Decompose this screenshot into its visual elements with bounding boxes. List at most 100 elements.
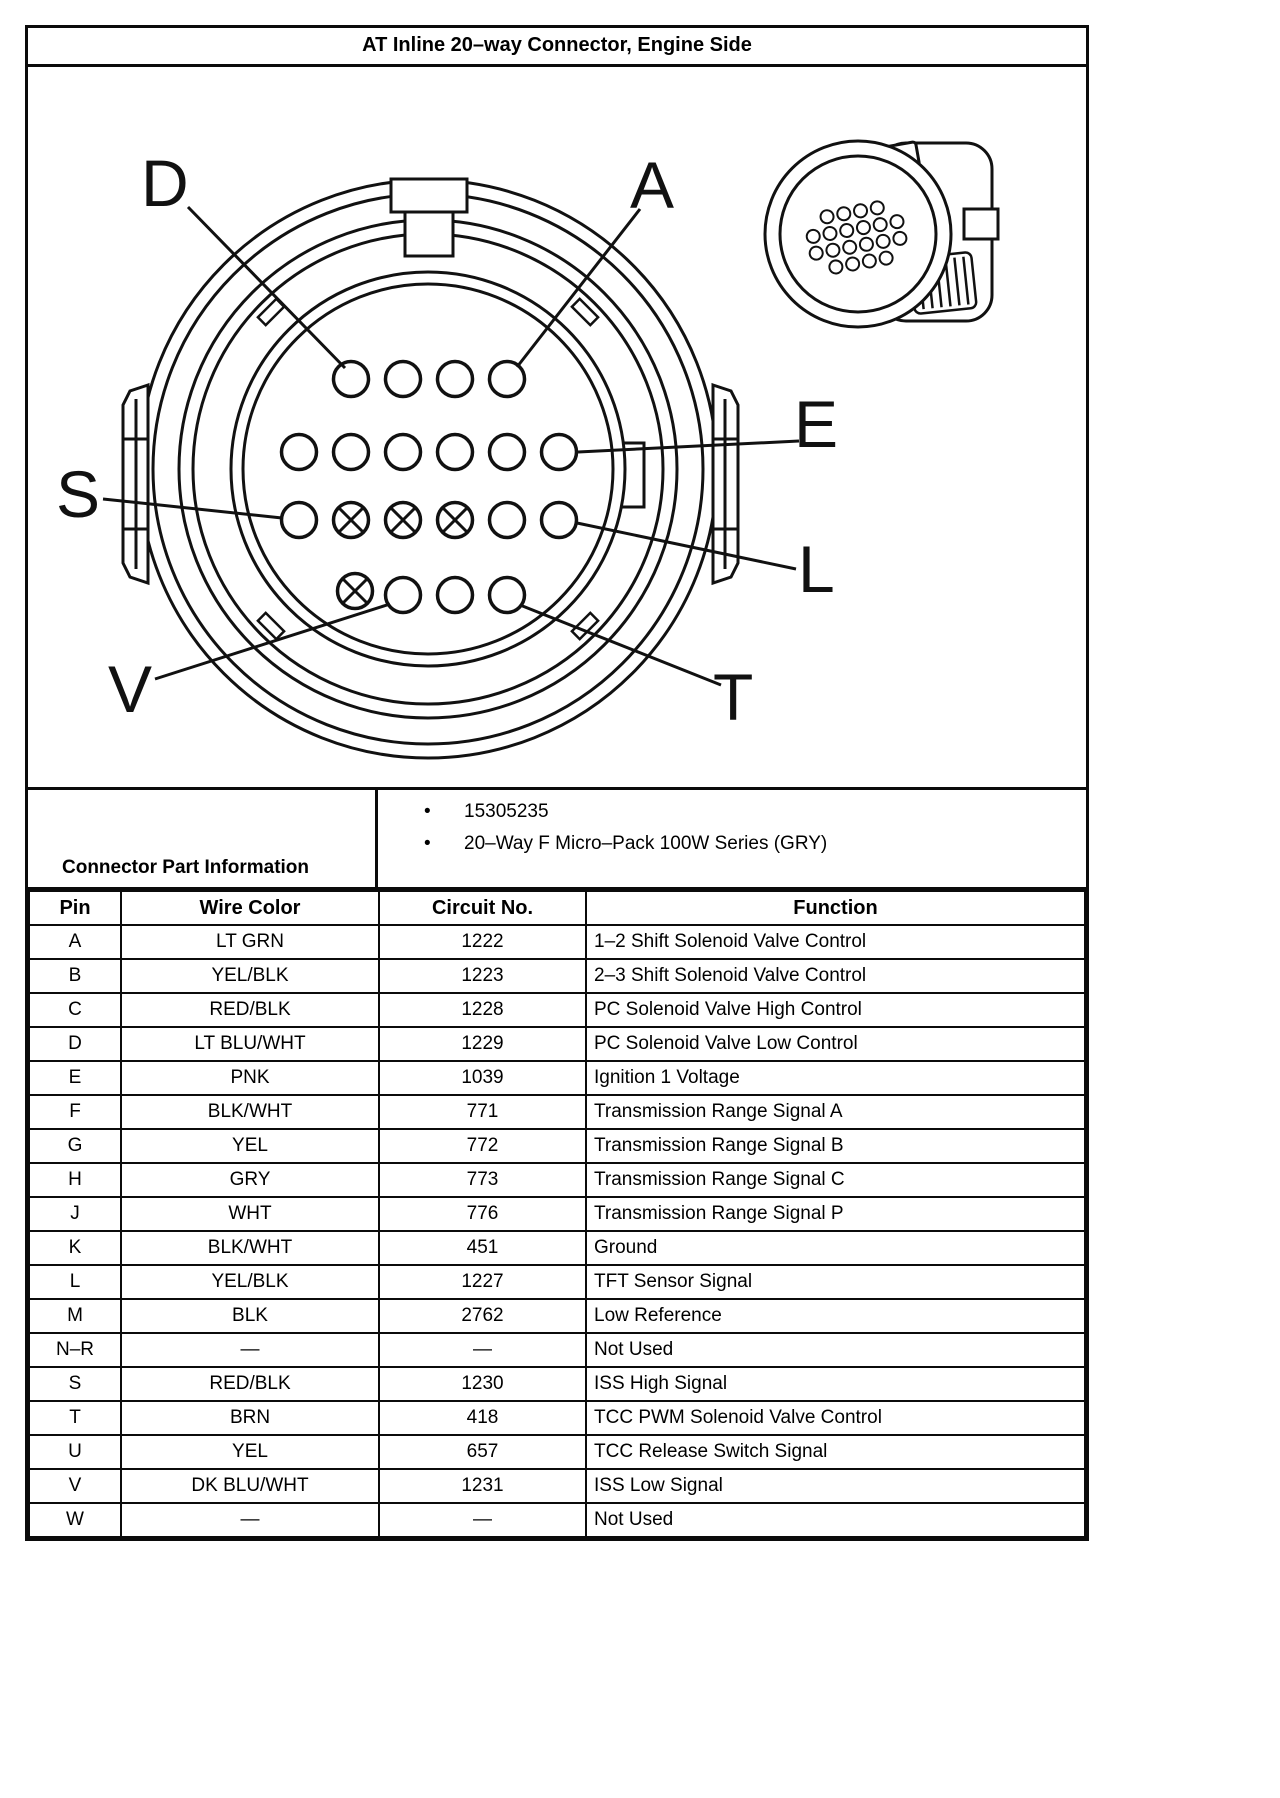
callout-line-d xyxy=(186,205,347,370)
cell-wire-color: LT BLU/WHT xyxy=(120,1026,380,1062)
side-tab-icon xyxy=(962,207,1000,241)
cell-function: TFT Sensor Signal xyxy=(585,1264,1086,1300)
cell-pin: A xyxy=(28,924,122,960)
cell-pin: C xyxy=(28,992,122,1028)
cell-circuit-no: 2762 xyxy=(378,1298,587,1334)
left-side-tab-icon xyxy=(121,382,150,586)
cell-pin: L xyxy=(28,1264,122,1300)
cell-wire-color: BLK xyxy=(120,1298,380,1334)
cell-function: Not Used xyxy=(585,1502,1086,1538)
cell-circuit-no: 1222 xyxy=(378,924,587,960)
cell-wire-color: BLK/WHT xyxy=(120,1094,380,1130)
cell-wire-color: YEL xyxy=(120,1128,380,1164)
col-header-wire-color: Wire Color xyxy=(120,890,380,926)
col-header-function: Function xyxy=(585,890,1086,926)
cell-pin: D xyxy=(28,1026,122,1062)
cell-pin: T xyxy=(28,1400,122,1436)
cell-function: TCC PWM Solenoid Valve Control xyxy=(585,1400,1086,1436)
callout-label-s: S xyxy=(56,457,100,531)
cell-function: ISS Low Signal xyxy=(585,1468,1086,1504)
pin-hole xyxy=(383,359,423,399)
pin-hole xyxy=(539,500,579,540)
callout-line-a xyxy=(515,208,642,368)
cell-wire-color: PNK xyxy=(120,1060,380,1096)
pin-grid xyxy=(279,359,579,615)
cell-circuit-no: — xyxy=(378,1332,587,1368)
connector-diagram-area: D A E S L V T xyxy=(28,67,1086,787)
cell-function: Not Used xyxy=(585,1332,1086,1368)
callout-line-l xyxy=(576,521,797,571)
cell-wire-color: LT GRN xyxy=(120,924,380,960)
cell-function: PC Solenoid Valve Low Control xyxy=(585,1026,1086,1062)
page-title: AT Inline 20–way Connector, Engine Side xyxy=(28,28,1086,67)
cell-function: Ground xyxy=(585,1230,1086,1266)
cell-pin: G xyxy=(28,1128,122,1164)
cell-circuit-no: 1228 xyxy=(378,992,587,1028)
pin-hole xyxy=(331,432,371,472)
part-series-item: • 20–Way F Micro–Pack 100W Series (GRY) xyxy=(424,833,1086,855)
cell-pin: B xyxy=(28,958,122,994)
cell-wire-color: BLK/WHT xyxy=(120,1230,380,1266)
callout-label-e: E xyxy=(794,387,838,461)
cell-circuit-no: 773 xyxy=(378,1162,587,1198)
col-header-pin: Pin xyxy=(28,890,122,926)
callout-label-a: A xyxy=(630,148,674,222)
cell-circuit-no: — xyxy=(378,1502,587,1538)
part-info-label: Connector Part Information xyxy=(62,857,310,878)
cell-pin: H xyxy=(28,1162,122,1198)
cell-wire-color: — xyxy=(120,1502,380,1538)
callout-line-s xyxy=(102,497,283,520)
cell-function: ISS High Signal xyxy=(585,1366,1086,1402)
cell-wire-color: DK BLU/WHT xyxy=(120,1468,380,1504)
cell-pin: E xyxy=(28,1060,122,1096)
cell-function: 1–2 Shift Solenoid Valve Control xyxy=(585,924,1086,960)
cell-wire-color: — xyxy=(120,1332,380,1368)
cell-circuit-no: 657 xyxy=(378,1434,587,1470)
pin-hole xyxy=(383,432,423,472)
pin-hole xyxy=(487,500,527,540)
cell-function: Transmission Range Signal C xyxy=(585,1162,1086,1198)
cell-wire-color: BRN xyxy=(120,1400,380,1436)
cell-circuit-no: 1229 xyxy=(378,1026,587,1062)
cell-circuit-no: 1230 xyxy=(378,1366,587,1402)
pin-hole xyxy=(383,575,423,615)
right-side-tab-icon xyxy=(711,382,740,586)
pin-row xyxy=(279,432,579,472)
part-info-header-cell: Connector Part Information xyxy=(28,790,378,887)
pin-row xyxy=(279,500,579,540)
table-row: W——Not Used xyxy=(28,1502,1086,1538)
cell-function: Ignition 1 Voltage xyxy=(585,1060,1086,1096)
pin-hole xyxy=(487,359,527,399)
cell-function: Low Reference xyxy=(585,1298,1086,1334)
cell-function: Transmission Range Signal P xyxy=(585,1196,1086,1232)
cell-pin: S xyxy=(28,1366,122,1402)
cell-wire-color: RED/BLK xyxy=(120,1366,380,1402)
cell-circuit-no: 418 xyxy=(378,1400,587,1436)
callout-line-t xyxy=(519,603,722,687)
callout-label-v: V xyxy=(108,652,152,726)
cell-circuit-no: 1039 xyxy=(378,1060,587,1096)
keyway-icon xyxy=(622,441,646,509)
part-number: 15305235 xyxy=(464,801,549,822)
col-header-circuit-no: Circuit No. xyxy=(378,890,587,926)
cell-wire-color: YEL/BLK xyxy=(120,958,380,994)
cell-pin: N–R xyxy=(28,1332,122,1368)
pin-hole xyxy=(279,432,319,472)
cell-circuit-no: 776 xyxy=(378,1196,587,1232)
cell-function: 2–3 Shift Solenoid Valve Control xyxy=(585,958,1086,994)
table-header-row: Pin Wire Color Circuit No. Function xyxy=(28,890,1086,926)
part-number-item: • 15305235 xyxy=(424,801,1086,823)
cell-function: Transmission Range Signal A xyxy=(585,1094,1086,1130)
pin-hole xyxy=(487,575,527,615)
cell-circuit-no: 1223 xyxy=(378,958,587,994)
cell-wire-color: YEL/BLK xyxy=(120,1264,380,1300)
